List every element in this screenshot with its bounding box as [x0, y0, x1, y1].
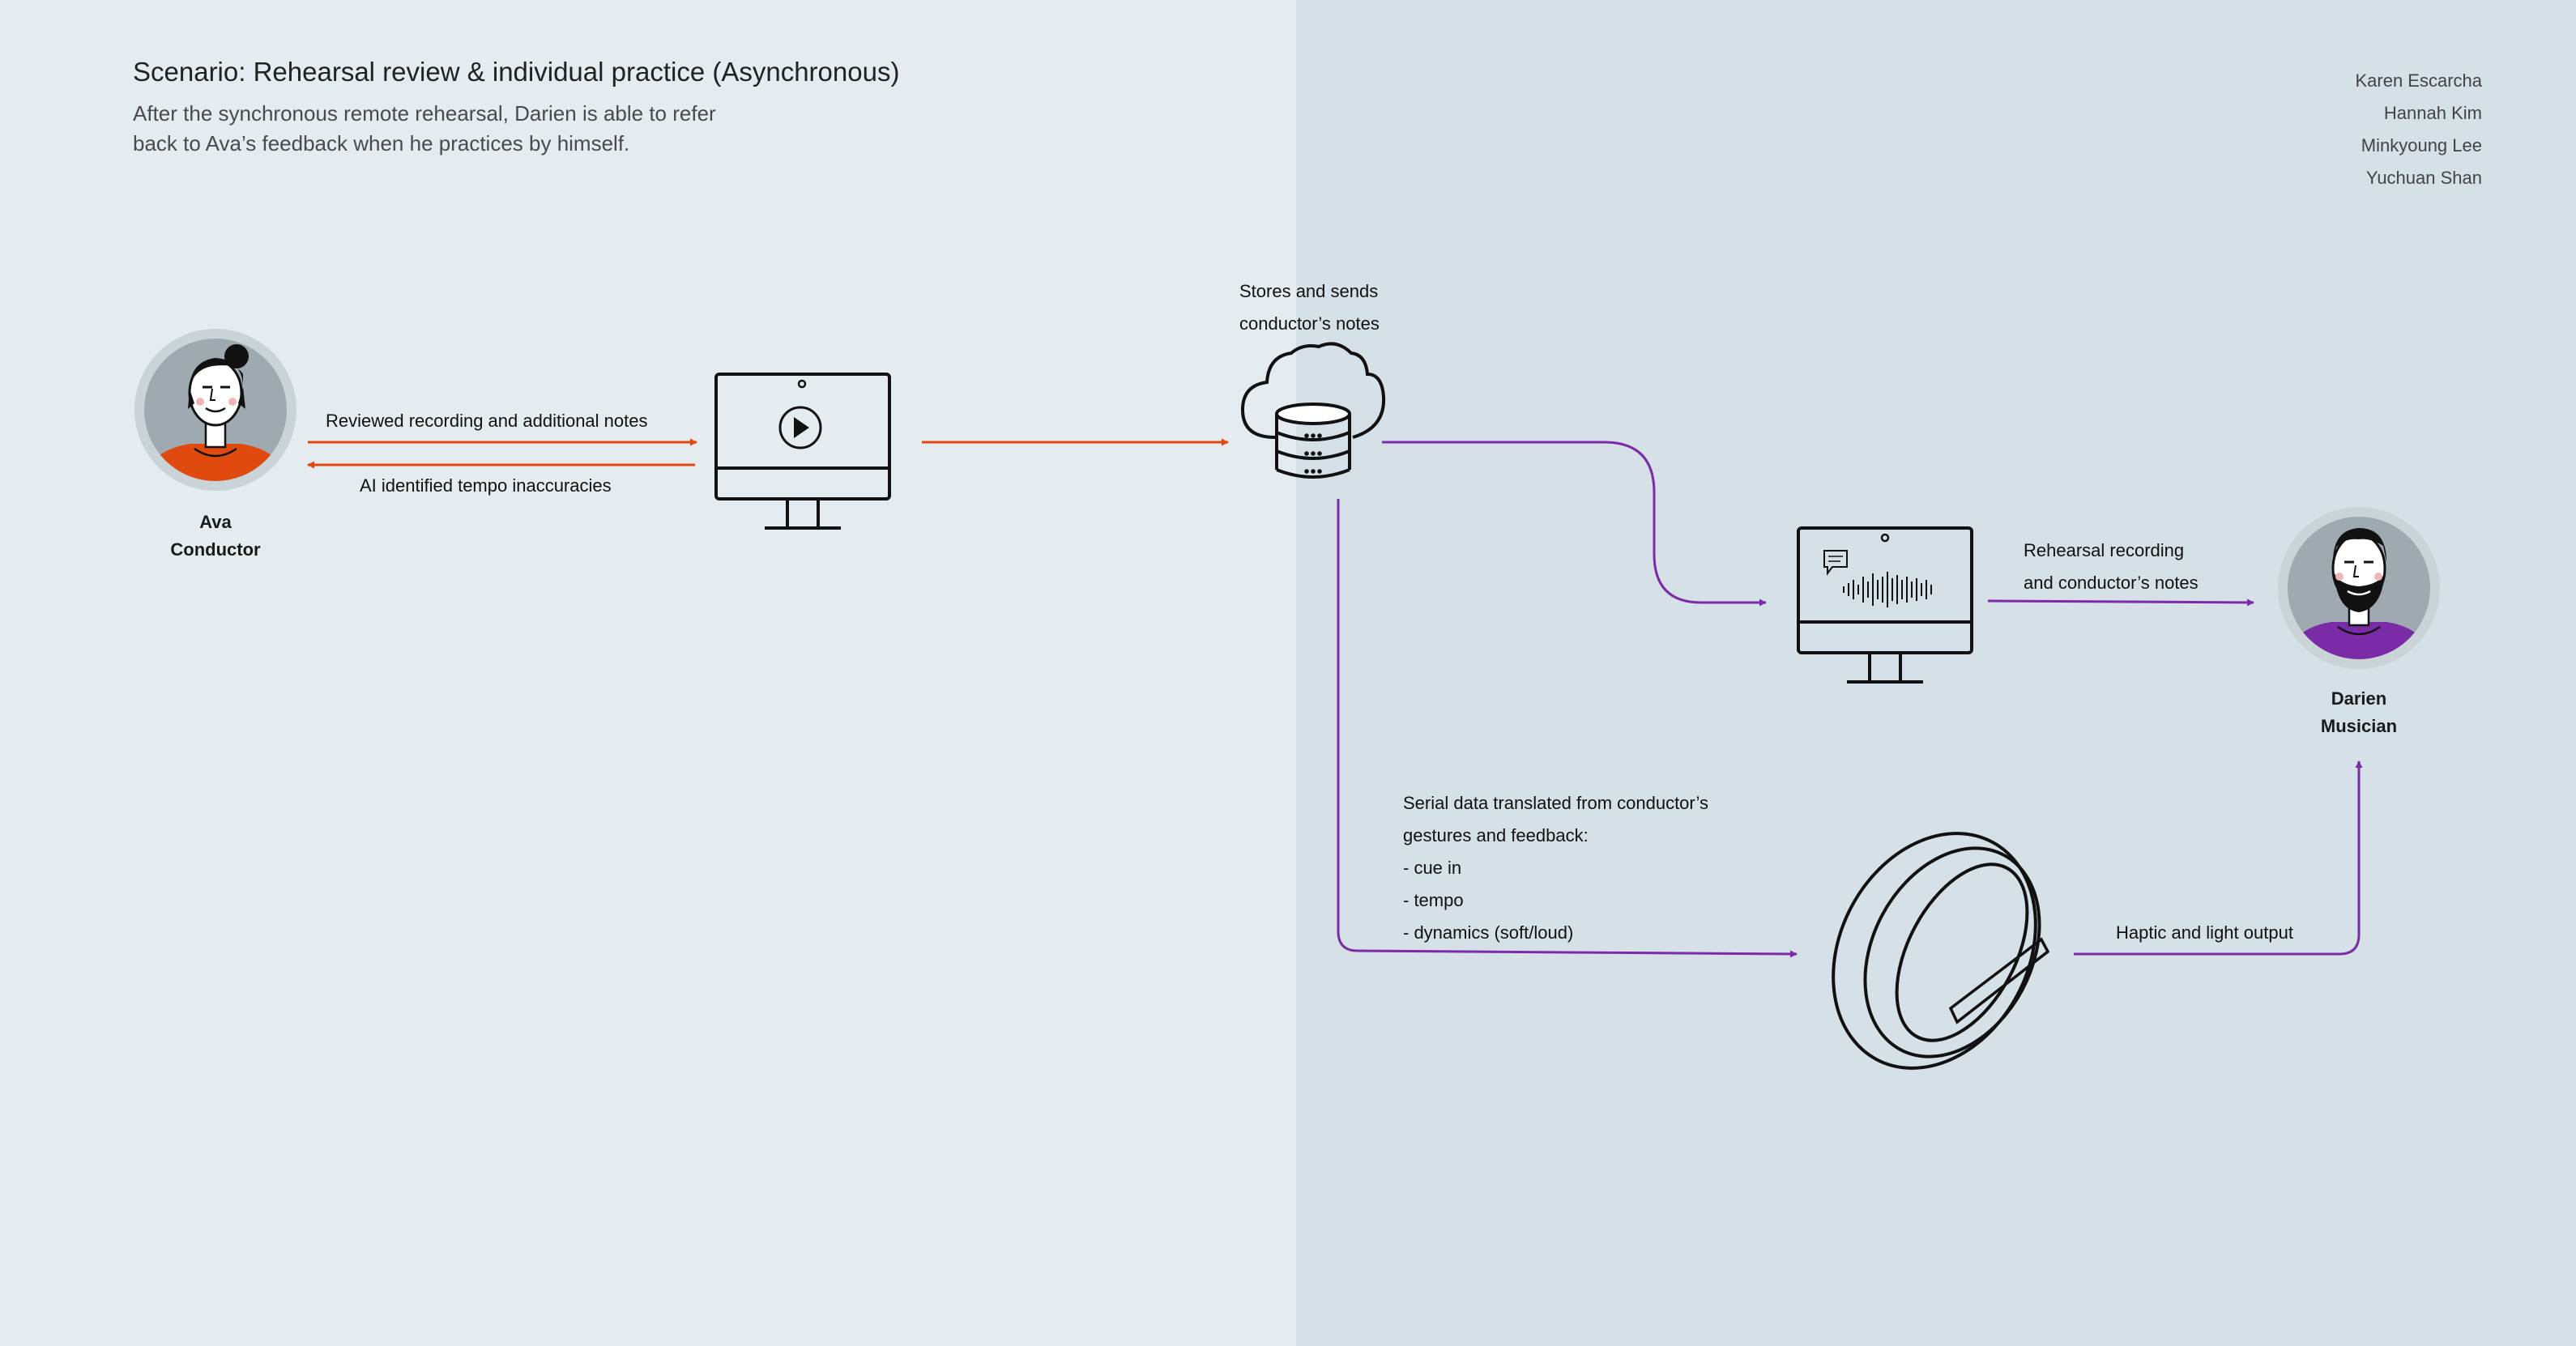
cloud-label: Stores and sends conductor’s notes [1239, 275, 1380, 340]
serial-data-label: Serial data translated from conductor’s … [1403, 787, 1708, 949]
musician-role: Musician [2320, 716, 2398, 736]
serial-label-line: Serial data translated from conductor’s [1403, 793, 1709, 813]
author-name: Yuchuan Shan [2365, 168, 2482, 188]
author-list: Karen Escarcha Hannah Kim Minkyoung Lee … [2355, 65, 2482, 194]
author-name: Hannah Kim [2383, 103, 2482, 123]
author-name: Minkyoung Lee [2361, 135, 2482, 155]
serial-label-line: - dynamics (soft/loud) [1403, 922, 1574, 943]
serial-label-line: - cue in [1403, 858, 1462, 878]
background-left [0, 0, 1296, 1346]
conductor-role: Conductor [170, 539, 261, 560]
musician-arrows [1337, 441, 2363, 958]
scenario-subtitle: After the synchronous remote rehearsal, … [133, 101, 716, 155]
musician-label: Darien Musician [2294, 685, 2424, 740]
cloud-label-line: conductor’s notes [1239, 313, 1380, 334]
author-name: Karen Escarcha [2355, 70, 2482, 91]
monitor-audio-icon [1797, 526, 1973, 684]
waveform [1843, 572, 1932, 607]
musician-avatar [2278, 507, 2440, 669]
serial-label-line: gestures and feedback: [1403, 825, 1589, 846]
conductor-name: Ava [199, 512, 232, 532]
scenario-title: Scenario: Rehearsal review & individual … [133, 57, 900, 87]
background-right [1296, 0, 2576, 1346]
recording-label: Rehearsal recording and conductor’s note… [2024, 535, 2199, 599]
recording-label-line: Rehearsal recording [2024, 540, 2185, 560]
serial-label-line: - tempo [1403, 890, 1464, 910]
ring-wearable-icon [1832, 832, 2050, 1070]
reviewed-label: Reviewed recording and additional notes [326, 411, 648, 431]
musician-name: Darien [2331, 688, 2387, 709]
conductor-label: Ava Conductor [151, 509, 280, 564]
conductor-avatar [134, 329, 296, 491]
recording-label-line: and conductor’s notes [2024, 573, 2199, 593]
cloud-database-icon [1240, 342, 1386, 479]
monitor-play-icon [714, 373, 891, 530]
cloud-label-line: Stores and sends [1239, 281, 1379, 301]
conductor-arrows [307, 438, 1229, 469]
ai-tempo-label: AI identified tempo inaccuracies [360, 475, 612, 496]
haptic-label: Haptic and light output [2116, 922, 2293, 943]
